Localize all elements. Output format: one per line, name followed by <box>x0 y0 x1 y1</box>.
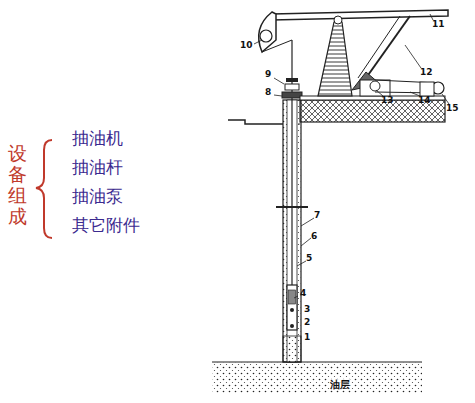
callout-number: 8 <box>265 88 271 98</box>
plunger <box>289 290 296 304</box>
pump-barrel <box>287 285 297 330</box>
oil-layer <box>212 362 422 394</box>
casing-collar <box>276 206 308 208</box>
callout-number: 15 <box>446 104 459 114</box>
component-item: 其它附件 <box>72 216 140 235</box>
callout-number: 12 <box>420 68 433 78</box>
well-fluid <box>283 336 301 362</box>
brace <box>36 140 52 238</box>
callout-number: 9 <box>265 70 271 80</box>
component-item: 抽油泵 <box>72 187 123 206</box>
component-item: 抽油机 <box>72 129 123 148</box>
callout-number: 2 <box>304 318 310 328</box>
stuffing-box <box>285 84 299 90</box>
callout-number: 13 <box>381 96 394 106</box>
group-heading: 设备组成 <box>8 143 27 227</box>
leader-lines <box>254 14 449 298</box>
callout-number: 1 <box>304 333 310 343</box>
walking-beam <box>272 10 448 20</box>
callout-number: 7 <box>314 211 320 221</box>
gear-reducer <box>360 80 390 96</box>
samson-post <box>318 22 352 96</box>
sucker-rod <box>291 40 292 290</box>
callout-number: 5 <box>306 254 312 264</box>
callout-number: 4 <box>300 289 306 299</box>
callout-number: 10 <box>240 41 253 51</box>
callout-number: 6 <box>311 232 317 242</box>
callout-number: 11 <box>432 20 445 30</box>
component-item: 抽油杆 <box>72 158 123 177</box>
horsehead <box>259 12 276 52</box>
callout-number: 3 <box>304 305 310 315</box>
pitman <box>366 16 410 78</box>
layer-label: 油层 <box>330 379 350 390</box>
callout-number: 14 <box>418 96 431 106</box>
wellhead <box>282 92 302 98</box>
